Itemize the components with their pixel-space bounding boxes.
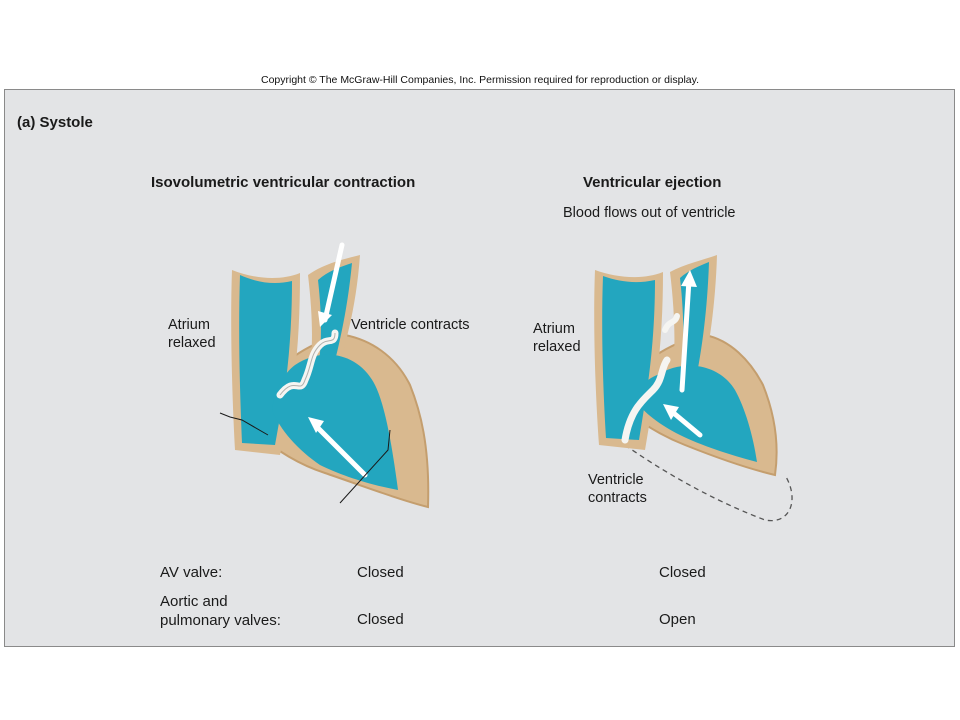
atrium-leader-line	[219, 412, 269, 436]
left-ventricle-label: Ventricle contracts	[351, 317, 470, 333]
ventricular-ejection-subtitle: Blood flows out of ventricle	[563, 205, 736, 221]
contraction-arrow	[667, 407, 703, 438]
semilunar-valve-flap	[662, 313, 680, 333]
contraction-arrow-head	[308, 417, 324, 433]
section-title: (a) Systole	[17, 114, 93, 131]
ejection-arrow-head	[681, 270, 697, 287]
systole-figure-panel: (a) Systole Isovolumetric ventricular co…	[4, 89, 955, 647]
closed-valve-outline	[279, 332, 336, 396]
inflow-arrow-head	[318, 311, 332, 327]
isovolumetric-title: Isovolumetric ventricular contraction	[151, 174, 416, 191]
ventricular-ejection-title: Ventricular ejection	[583, 174, 722, 191]
copyright-notice: Copyright © The McGraw-Hill Companies, I…	[260, 74, 700, 86]
av-valve-left-status: Closed	[357, 564, 404, 581]
heart-ejection-illustration	[594, 255, 793, 522]
av-valve-right-status: Closed	[659, 564, 706, 581]
ventricle-chamber	[635, 365, 757, 462]
contraction-arrow-head	[663, 404, 679, 420]
ejection-arrow	[679, 277, 692, 393]
aortic-valve-right-status: Open	[659, 611, 696, 628]
ventricle-leader-line	[339, 429, 391, 504]
contraction-arrow	[312, 422, 368, 478]
inflow-arrow	[322, 242, 345, 323]
heart-isovolumetric-illustration	[219, 242, 430, 509]
aortic-valve-left-status: Closed	[357, 611, 404, 628]
av-valve-label: AV valve:	[160, 564, 223, 581]
av-valve-line	[621, 356, 671, 444]
relaxed-ventricle-outline	[624, 444, 793, 522]
